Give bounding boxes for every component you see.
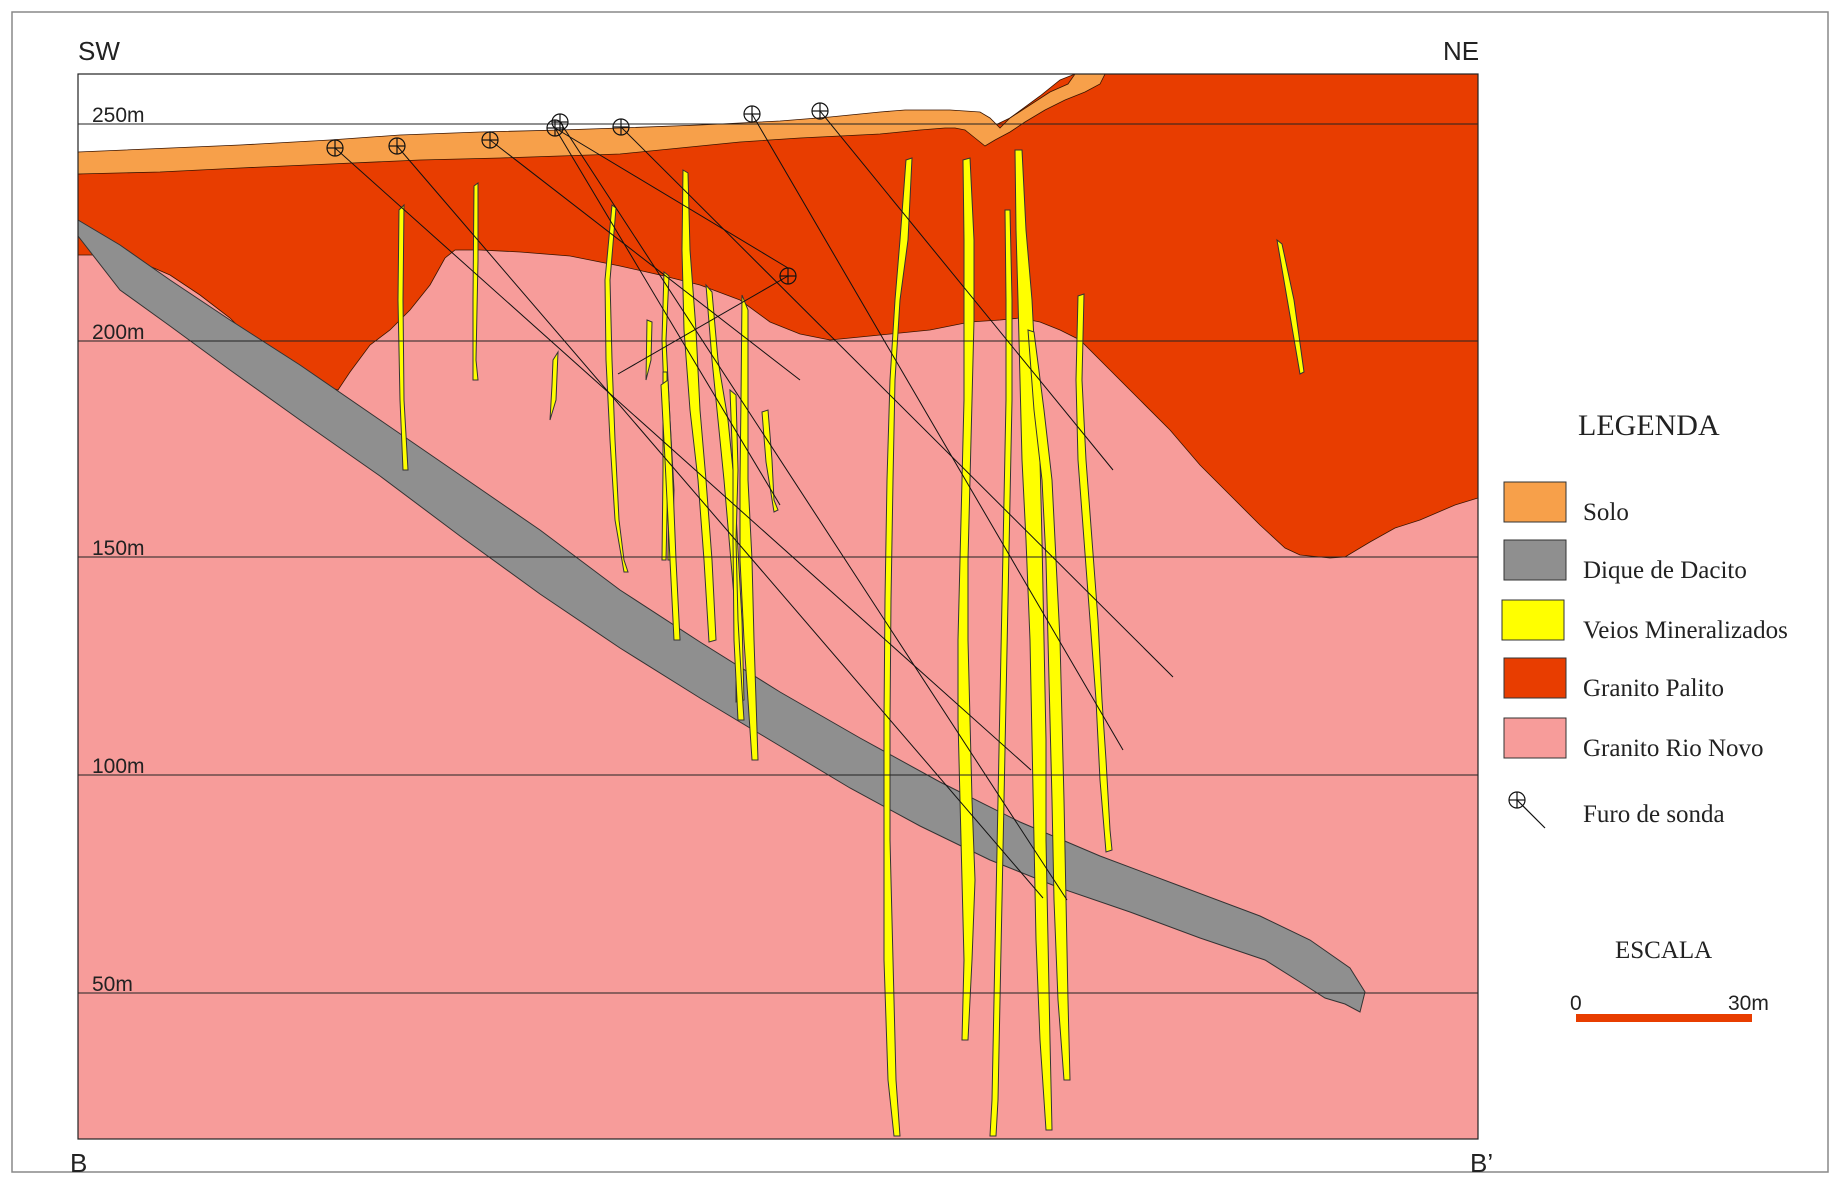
elevation-gridlines: [78, 123, 1478, 994]
orientation-right-label: NE: [1443, 36, 1479, 66]
drillhole-trace: [396, 145, 1044, 899]
vein: [397, 203, 409, 471]
drillhole-icon: [1508, 791, 1546, 829]
vein: [604, 204, 629, 573]
vein: [729, 388, 745, 721]
drillhole-trace: [751, 113, 1124, 751]
drillhole-collar-icon: [779, 267, 797, 285]
drillhole-collar-icon: [743, 105, 761, 123]
drillhole-collar-icon: [326, 139, 344, 157]
section-panel-border: [77, 73, 1479, 1140]
legend-label-solo: Solo: [1583, 499, 1629, 526]
scale-end-label: 30m: [1728, 992, 1769, 1015]
legend-title: LEGENDA: [1578, 409, 1720, 442]
drillhole-trace: [819, 110, 1114, 471]
legend: LEGENDA Solo Dique de Dacito Veios Miner…: [1501, 409, 1788, 829]
vein: [660, 379, 681, 641]
legend-swatch-dique: [1503, 539, 1567, 581]
elevation-label-50: 50m: [92, 973, 133, 996]
dique-de-dacito: [77, 219, 1366, 1013]
legend-swatch-granito-palito: [1503, 657, 1567, 699]
section-panel: 250m 200m 150m 100m 50m: [77, 73, 1479, 1140]
drillhole-collars: [326, 102, 829, 285]
elevation-labels: 250m 200m 150m 100m 50m: [92, 104, 145, 996]
scale-title: ESCALA: [1615, 937, 1712, 964]
vein: [1075, 293, 1113, 853]
vein: [681, 169, 717, 643]
section-end-right-label: B’: [1470, 1148, 1493, 1178]
scale-bar-line: [1576, 1014, 1752, 1022]
drillhole-collar-icon: [388, 137, 406, 155]
legend-item-veios: Veios Mineralizados: [1501, 599, 1788, 644]
vein: [1027, 329, 1071, 1081]
vein: [549, 350, 559, 421]
vein: [472, 182, 479, 381]
vein: [739, 294, 759, 761]
drillhole-trace: [559, 121, 1068, 901]
legend-swatch-solo: [1503, 481, 1567, 523]
vein: [957, 157, 976, 1041]
legend-label-granito-rio-novo: Granito Rio Novo: [1583, 735, 1764, 762]
elevation-label-200: 200m: [92, 321, 145, 344]
legend-label-granito-palito: Granito Palito: [1583, 675, 1724, 702]
elevation-label-250: 250m: [92, 104, 145, 127]
veios-mineralizados: [397, 149, 1305, 1137]
legend-swatch-granito-rio-novo: [1503, 717, 1567, 759]
legend-item-granito-palito: Granito Palito: [1503, 657, 1724, 702]
orientation-left-label: SW: [78, 36, 120, 66]
legend-item-furo-de-sonda: Furo de sonda: [1508, 791, 1725, 829]
legend-item-dique: Dique de Dacito: [1503, 539, 1747, 584]
legend-item-granito-rio-novo: Granito Rio Novo: [1503, 717, 1764, 762]
sky-area: [78, 74, 1478, 152]
drillhole-collar-icon: [811, 102, 829, 120]
drillhole-trace: [554, 127, 781, 506]
legend-label-veios: Veios Mineralizados: [1583, 617, 1788, 644]
drillhole-trace: [489, 139, 801, 381]
drillhole-trace: [620, 126, 1174, 678]
legend-item-solo: Solo: [1503, 481, 1629, 526]
scale-bar: ESCALA 0 30m: [1570, 937, 1769, 1022]
section-end-left-label: B: [70, 1148, 87, 1178]
vein: [761, 409, 779, 513]
vein: [989, 209, 1013, 1137]
legend-label-dique: Dique de Dacito: [1583, 557, 1747, 584]
elevation-label-100: 100m: [92, 755, 145, 778]
drillhole-trace: [554, 127, 789, 269]
vein: [645, 319, 653, 381]
legend-label-furo-de-sonda: Furo de sonda: [1583, 801, 1725, 828]
page-border: [11, 11, 1829, 1173]
drillhole-collar-icon: [481, 131, 499, 149]
drill-holes: [334, 110, 1174, 901]
scale-start-label: 0: [1570, 992, 1582, 1015]
vein: [883, 157, 913, 1137]
drillhole-trace: [617, 275, 789, 375]
elevation-label-150: 150m: [92, 537, 145, 560]
drillhole-collar-icon: [551, 113, 569, 131]
legend-swatch-veios: [1501, 599, 1565, 641]
drillhole-collar-icon: [612, 118, 630, 136]
